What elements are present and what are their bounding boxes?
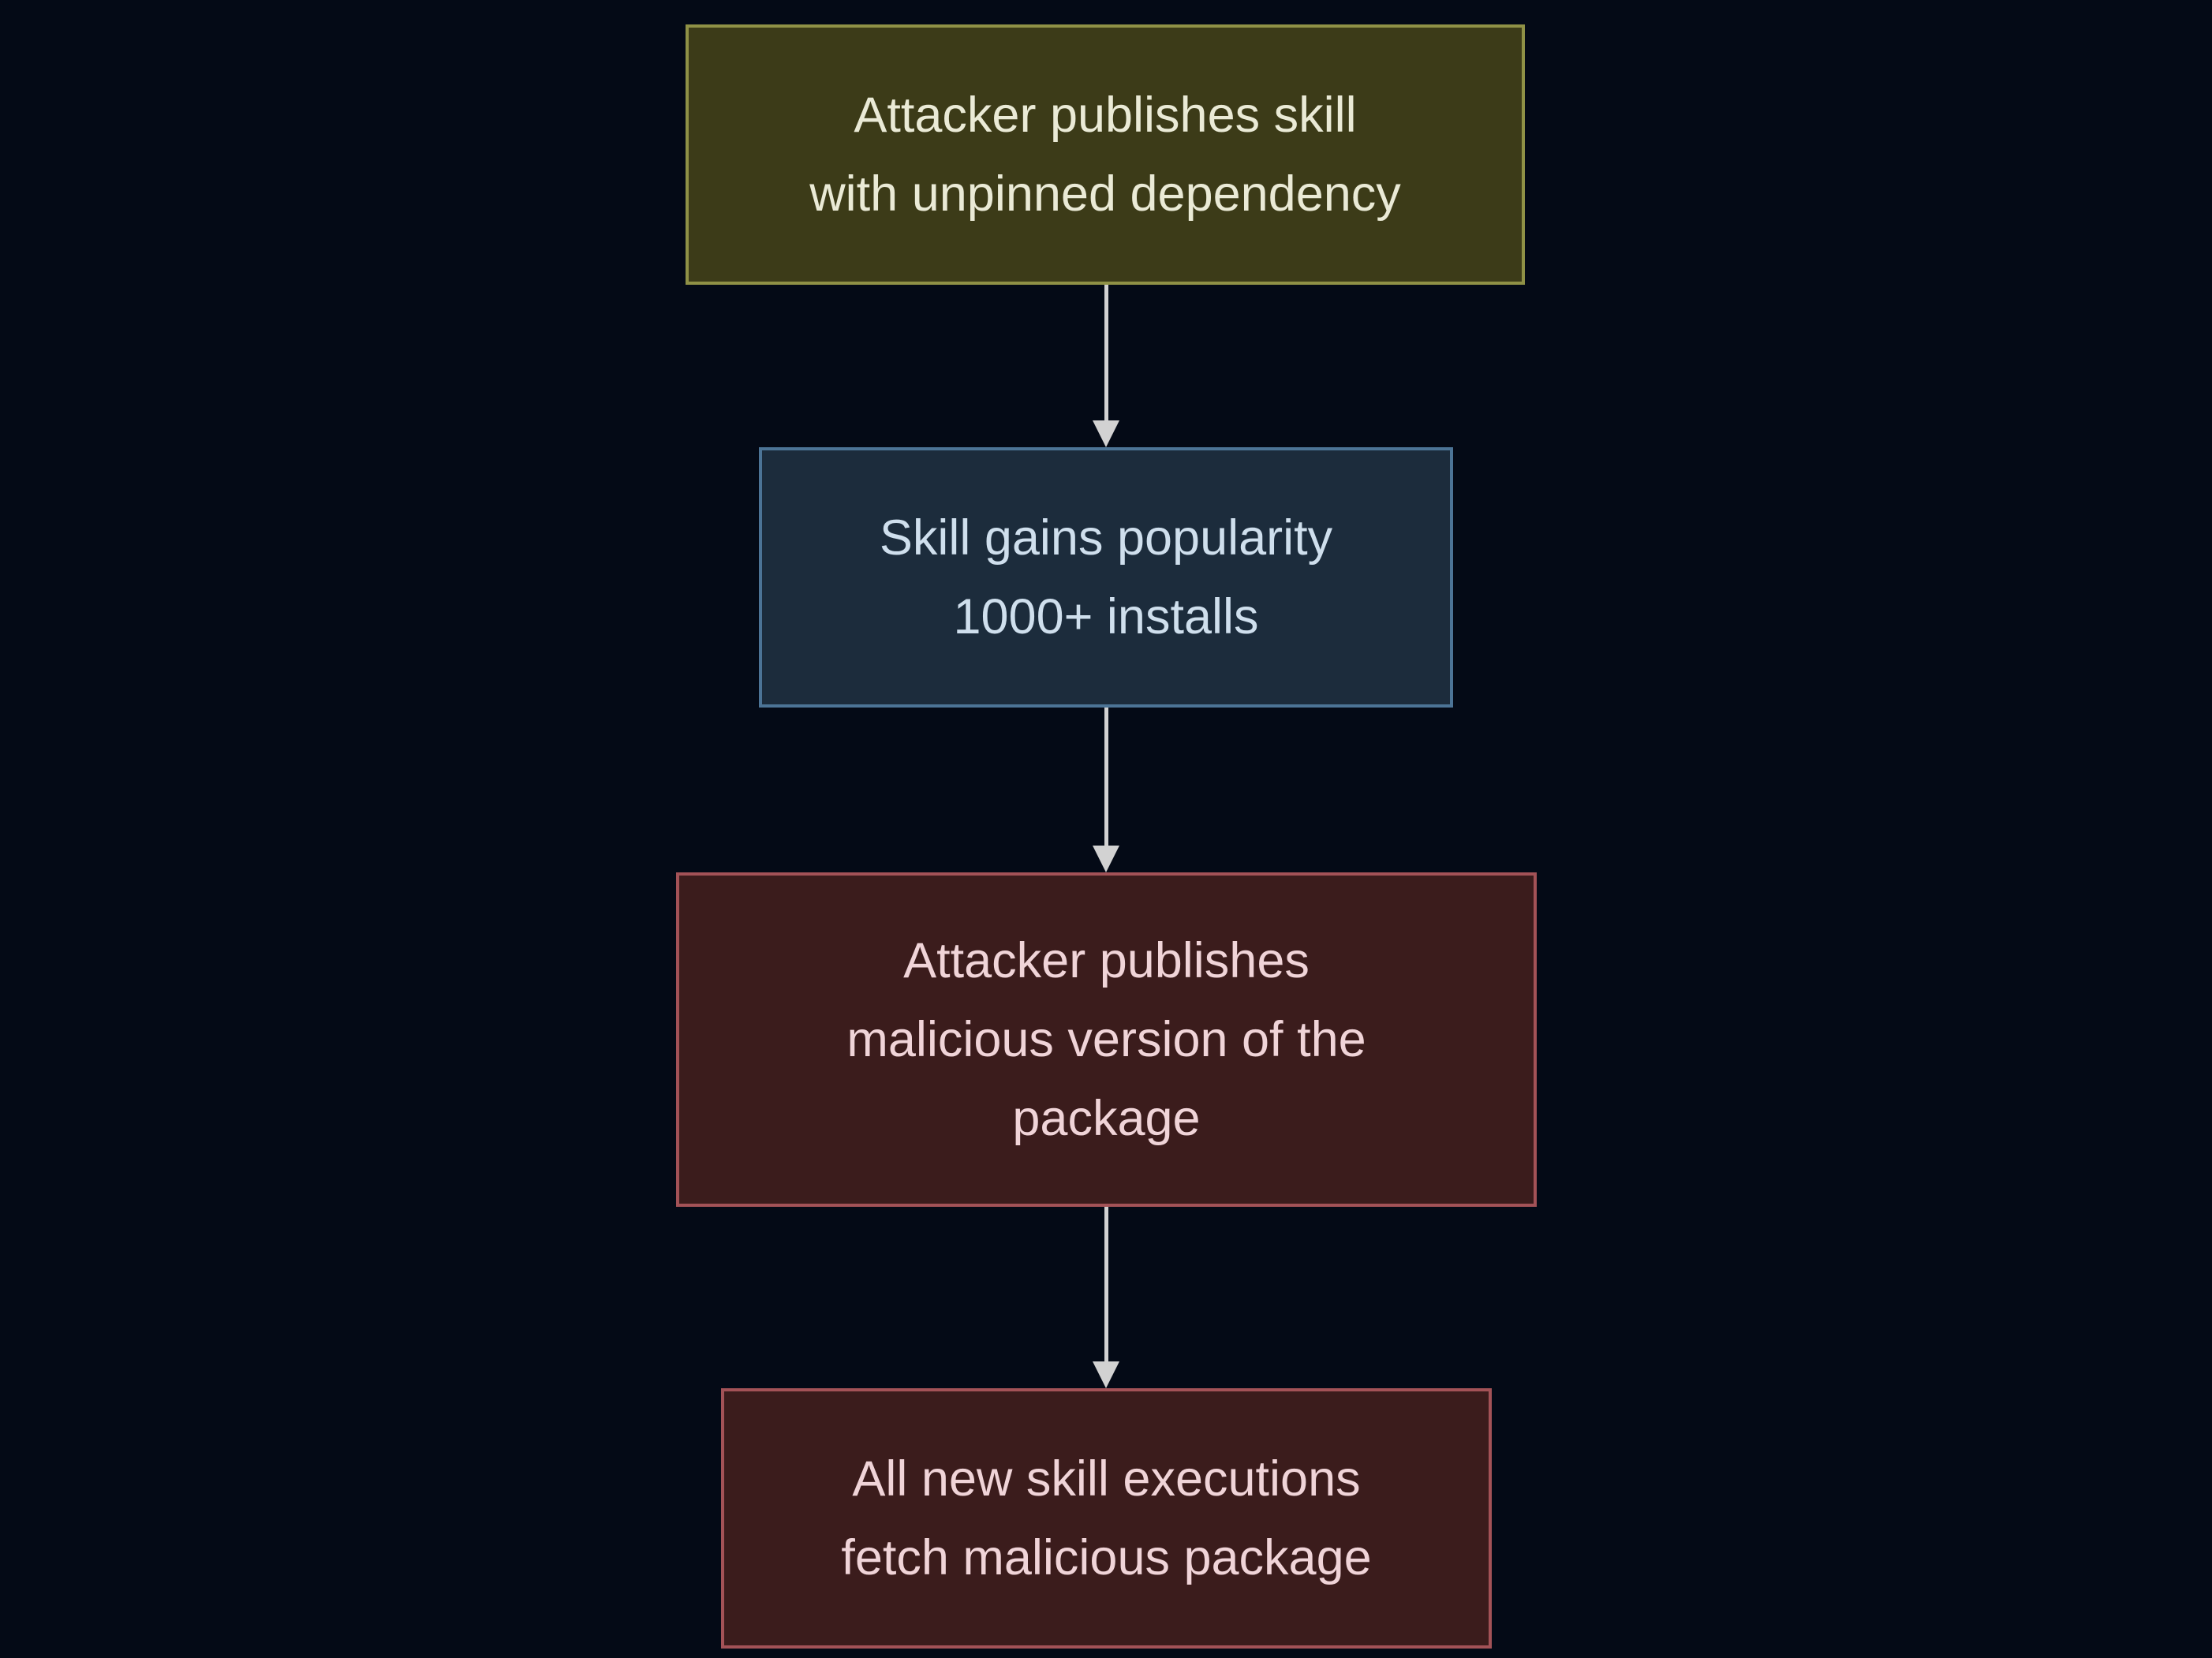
edge-b-to-c-arrowhead-icon	[1093, 846, 1119, 872]
edge-a-to-b-arrowhead-icon	[1093, 420, 1119, 447]
node-executions-fetch-malicious-package: All new skill executions fetch malicious…	[721, 1388, 1492, 1649]
node-attacker-publishes-malicious-version-label: Attacker publishes malicious version of …	[846, 933, 1366, 1146]
edge-a-to-b-line	[1104, 285, 1108, 422]
node-attacker-publishes-skill: Attacker publishes skill with unpinned d…	[686, 24, 1525, 285]
node-executions-fetch-malicious-package-label: All new skill executions fetch malicious…	[841, 1451, 1372, 1585]
node-attacker-publishes-malicious-version: Attacker publishes malicious version of …	[676, 872, 1537, 1207]
node-skill-gains-popularity: Skill gains popularity 1000+ installs	[759, 447, 1453, 708]
node-skill-gains-popularity-label: Skill gains popularity 1000+ installs	[879, 510, 1333, 644]
edge-c-to-d-arrowhead-icon	[1093, 1361, 1119, 1388]
node-attacker-publishes-skill-label: Attacker publishes skill with unpinned d…	[809, 88, 1401, 222]
edge-b-to-c-line	[1104, 708, 1108, 847]
edge-c-to-d-line	[1104, 1207, 1108, 1363]
